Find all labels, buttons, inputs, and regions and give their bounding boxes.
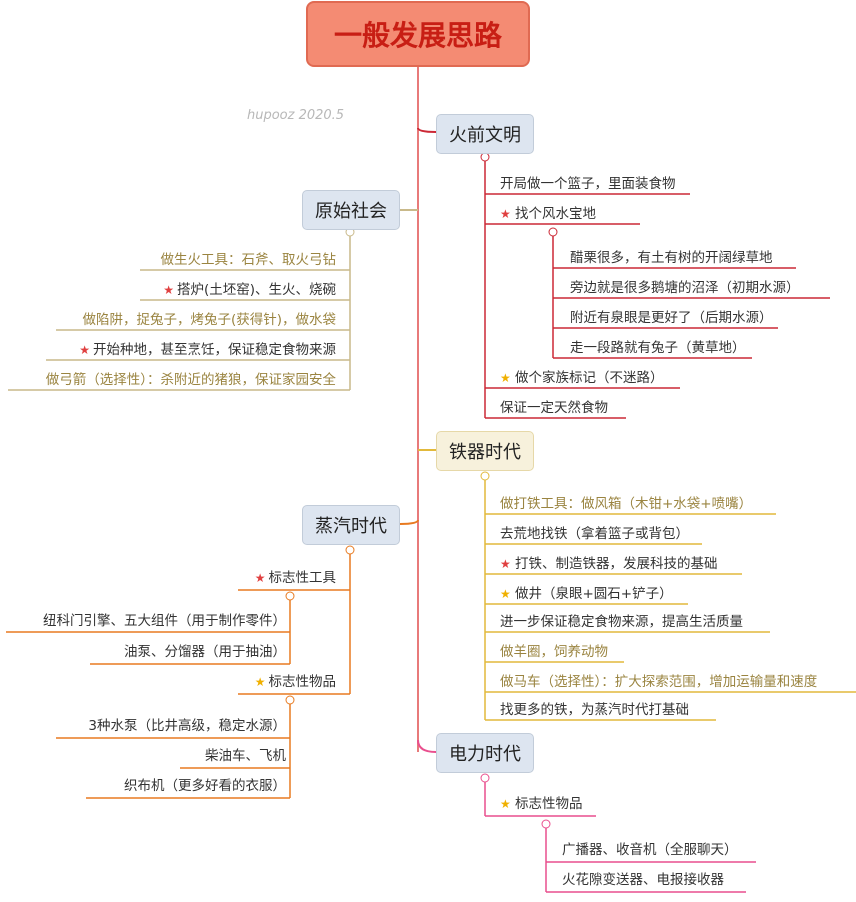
star-red-icon: ★ — [163, 283, 174, 297]
iron-item-4: ★做井（泉眼+圆石+铲子） — [500, 586, 673, 602]
primitive-item-1: 做生火工具：石斧、取火弓钻 — [160, 252, 337, 268]
steam-good-3: 织布机（更多好看的衣服） — [124, 778, 286, 794]
fire-item-3: ★做个家族标记（不迷路） — [500, 370, 664, 386]
steam-tool-1: 纽科门引擎、五大组件（用于制作零件） — [43, 613, 286, 629]
star-red-icon: ★ — [254, 571, 266, 585]
primitive-item-4: ★开始种地，甚至烹饪，保证稳定食物来源 — [79, 342, 336, 358]
fire-item-1: 开局做一个篮子，里面装食物 — [500, 176, 676, 192]
iron-item-2: 去荒地找铁（拿着篮子或背包） — [500, 526, 689, 542]
topic-fire[interactable]: 火前文明 — [436, 114, 534, 154]
steam-good-2: 柴油车、飞机 — [205, 748, 286, 764]
iron-item-1: 做打铁工具：做风箱（木钳+水袋+喷嘴） — [500, 496, 753, 512]
electric-label: ★标志性物品 — [500, 796, 583, 812]
fire-item-2: ★找个风水宝地 — [500, 206, 596, 222]
steam-goods-label: ★标志性物品 — [254, 674, 336, 690]
topic-steam[interactable]: 蒸汽时代 — [302, 505, 400, 545]
iron-item-8: 找更多的铁，为蒸汽时代打基础 — [500, 702, 689, 718]
fire-sub-1: 醋栗很多，有土有树的开阔绿草地 — [570, 250, 773, 266]
steam-tool-2: 油泵、分馏器（用于抽油） — [124, 644, 286, 660]
primitive-item-5: 做弓箭（选择性）：杀附近的猪狼，保证家园安全 — [45, 372, 336, 388]
root-topic[interactable]: 一般发展思路 — [306, 1, 530, 67]
star-red-icon: ★ — [79, 343, 90, 357]
star-yellow-icon: ★ — [500, 587, 511, 601]
electric-item-2: 火花隙变送器、电报接收器 — [562, 872, 724, 888]
star-red-icon: ★ — [500, 207, 511, 221]
star-red-icon: ★ — [500, 557, 511, 571]
topic-electric[interactable]: 电力时代 — [436, 733, 534, 773]
iron-item-5: 进一步保证稳定食物来源，提高生活质量 — [500, 614, 743, 630]
fire-item-4: 保证一定天然食物 — [500, 400, 608, 416]
iron-item-6: 做羊圈，饲养动物 — [500, 644, 608, 660]
topic-iron[interactable]: 铁器时代 — [436, 431, 534, 471]
primitive-item-2: ★搭炉(土坯窑)、生火、烧碗 — [163, 282, 336, 298]
electric-item-1: 广播器、收音机（全服聊天） — [562, 842, 738, 858]
steam-tools-label: ★标志性工具 — [254, 570, 336, 586]
star-yellow-icon: ★ — [500, 797, 511, 811]
star-yellow-icon: ★ — [254, 675, 266, 689]
fire-sub-2: 旁边就是很多鹅塘的沼泽（初期水源） — [570, 280, 800, 296]
topic-primitive[interactable]: 原始社会 — [302, 190, 400, 230]
watermark: hupooz 2020.5 — [247, 108, 345, 123]
primitive-item-3: 做陷阱，捉兔子，烤兔子(获得针)，做水袋 — [82, 312, 336, 328]
star-yellow-icon: ★ — [500, 371, 511, 385]
iron-item-3: ★打铁、制造铁器，发展科技的基础 — [500, 556, 718, 572]
fire-sub-4: 走一段路就有兔子（黄草地） — [570, 340, 746, 356]
fire-sub-3: 附近有泉眼是更好了（后期水源） — [570, 310, 773, 326]
steam-good-1: 3种水泵（比井高级，稳定水源） — [88, 718, 286, 734]
iron-item-7: 做马车（选择性）：扩大探索范围，增加运输量和速度 — [500, 674, 818, 690]
